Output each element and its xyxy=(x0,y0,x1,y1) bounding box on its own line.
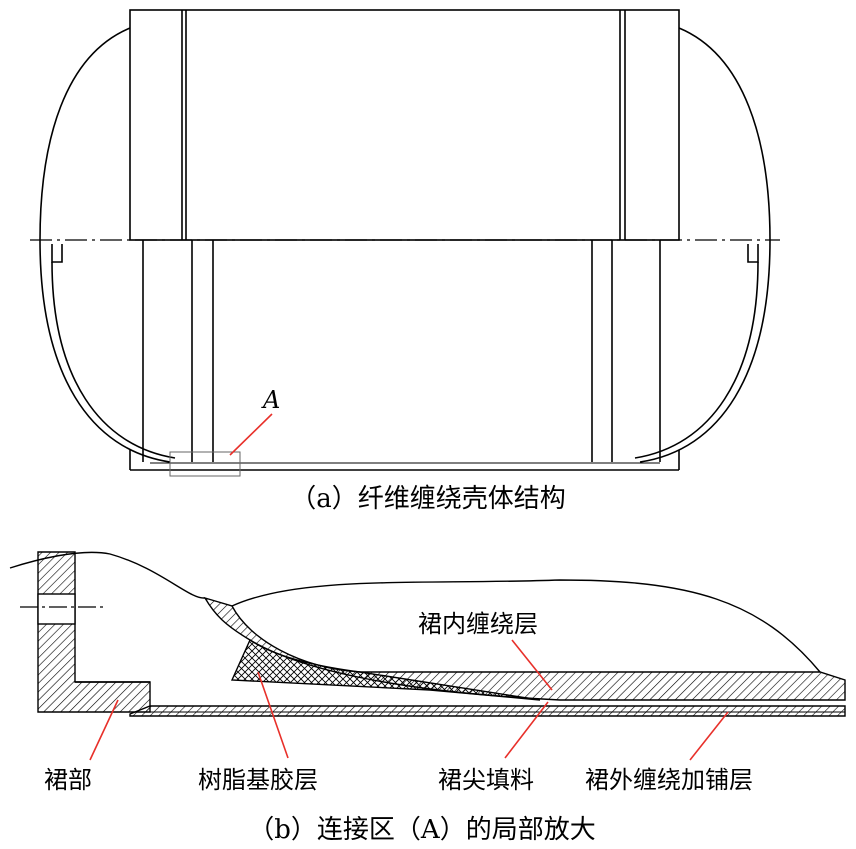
shell-section-view xyxy=(39,239,771,471)
skirt-inner-winding-layer xyxy=(203,596,846,701)
leader-lines-b xyxy=(89,639,729,761)
shell-structure-drawing xyxy=(30,9,780,471)
skirt-flange xyxy=(37,551,151,713)
label-resin-layer: 树脂基胶层 xyxy=(198,766,318,794)
connection-detail-drawing xyxy=(9,551,846,717)
detail-box-a xyxy=(169,451,241,477)
caption-b: （b）连接区（A）的局部放大 xyxy=(248,815,595,845)
label-skirt-tip-filler: 裙尖填料 xyxy=(438,766,534,794)
detail-marker-a: A xyxy=(261,386,280,414)
label-skirt-outer-layer: 裙外缠绕加铺层 xyxy=(585,766,753,794)
skirt-outer-winding-layer xyxy=(129,705,846,717)
detail-leader-a xyxy=(229,413,273,456)
label-skirt-inner-layer: 裙内缠绕层 xyxy=(418,610,538,638)
label-skirt: 裙部 xyxy=(44,766,92,794)
shell-upper-view xyxy=(39,9,771,241)
caption-a: （a）纤维缠绕壳体结构 xyxy=(290,484,566,514)
